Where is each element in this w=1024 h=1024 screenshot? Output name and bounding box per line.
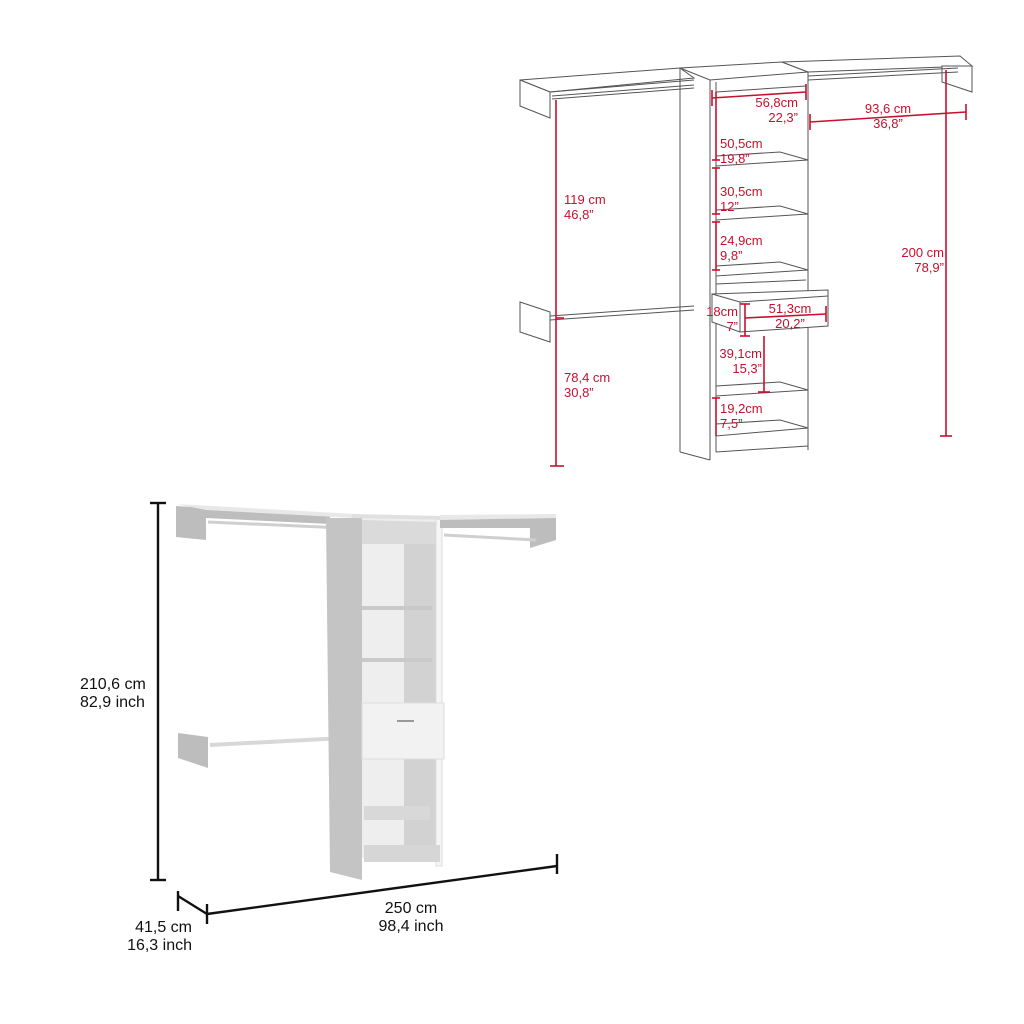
dim-cm: 30,5cm — [720, 184, 763, 199]
left-lower-hanging-label: 78,4 cm 30,8” — [564, 370, 611, 401]
red-dimension-lines — [550, 70, 967, 467]
dim-in: 7,5” — [720, 415, 743, 431]
dim-in: 19,8” — [720, 150, 750, 166]
dim-cm: 50,5cm — [720, 136, 763, 151]
dim-in: 20,2” — [775, 315, 805, 331]
dim-in: 15,3” — [732, 360, 762, 376]
dim-in: 12” — [720, 198, 739, 214]
compartment-1-label: 50,5cm 19,8” — [720, 136, 763, 167]
compartment-5-label: 19,2cm 7,5” — [720, 401, 763, 432]
overall-width-label: 250 cm 98,4 inch — [356, 900, 466, 937]
dim-cm: 18cm — [706, 304, 738, 319]
compartment-2-label: 30,5cm 12” — [720, 184, 763, 215]
dim-in: 78,9” — [914, 259, 944, 275]
dim-cm: 51,3cm — [768, 301, 812, 316]
dim-in: 7” — [726, 318, 738, 334]
dim-cm: 56,8cm — [755, 95, 798, 110]
drawer-height-label: 18cm 7” — [696, 304, 738, 335]
right-hanging-label: 200 cm 78,9” — [886, 245, 944, 276]
dim-cm: 210,6 cm — [80, 676, 146, 693]
dim-cm: 24,9cm — [720, 233, 763, 248]
dim-in: 30,8” — [564, 384, 594, 400]
top-shelf-depth-label: 56,8cm 22,3” — [742, 95, 798, 126]
dim-in: 16,3 inch — [127, 937, 192, 955]
dim-in: 46,8” — [564, 206, 594, 222]
dim-cm: 93,6 cm — [864, 101, 912, 116]
dim-cm: 39,1cm — [719, 346, 762, 361]
dim-cm: 250 cm — [384, 900, 438, 917]
dim-in: 82,9 inch — [80, 694, 145, 712]
left-upper-hanging-label: 119 cm 46,8” — [564, 192, 606, 223]
dim-in: 22,3” — [768, 109, 798, 125]
dim-in: 9,8” — [720, 247, 743, 263]
dim-in: 98,4 inch — [378, 918, 444, 936]
right-rod-width-label: 93,6 cm 36,8” — [858, 101, 918, 132]
closet-line-art — [519, 55, 974, 461]
dim-cm: 200 cm — [901, 245, 944, 260]
compartment-4-label: 39,1cm 15,3” — [706, 346, 762, 377]
dim-cm: 78,4 cm — [564, 370, 611, 385]
dim-cm: 119 cm — [564, 192, 606, 207]
black-dimension-lines — [150, 501, 559, 924]
compartment-3-label: 24,9cm 9,8” — [720, 233, 763, 264]
overall-depth-label: 41,5 cm 16,3 inch — [100, 919, 192, 956]
drawer-width-label: 51,3cm 20,2” — [762, 301, 818, 332]
dim-cm: 19,2cm — [720, 401, 763, 416]
overall-height-label: 210,6 cm 82,9 inch — [80, 676, 146, 713]
dim-in: 36,8” — [873, 115, 903, 131]
dim-cm: 41,5 cm — [135, 919, 192, 936]
closet-render — [176, 504, 556, 880]
